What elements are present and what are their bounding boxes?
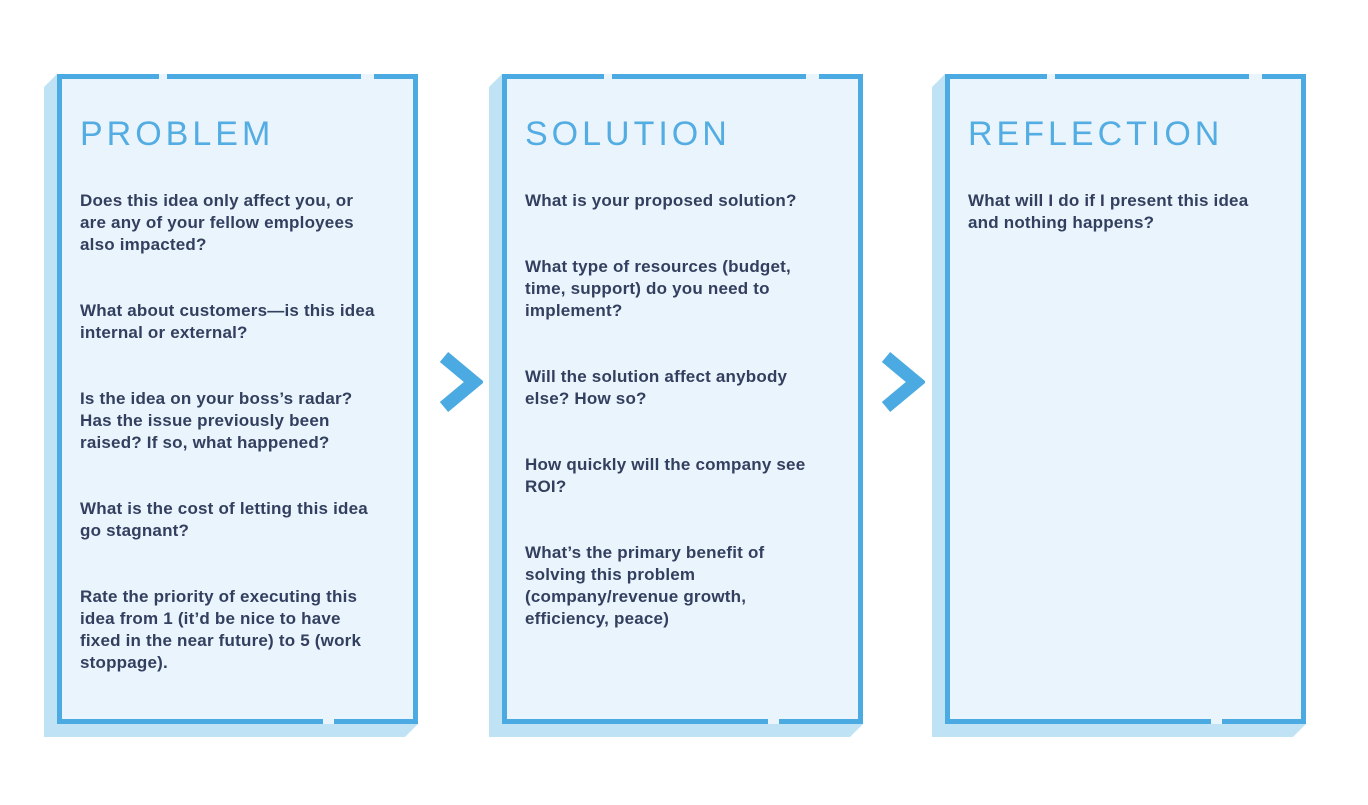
question: Does this idea only affect you, or are a… (80, 191, 354, 254)
question: Rate the priority of executing this idea… (80, 587, 362, 672)
question: How quickly will the company see ROI? (525, 455, 806, 496)
chevron-right-icon (881, 352, 925, 412)
panel-content: PROBLEM Does this idea only affect you, … (57, 74, 418, 674)
question: What type of resources (budget, time, su… (525, 257, 791, 320)
panel-content: REFLECTION What will I do if I present t… (945, 74, 1306, 234)
question: What about customers—is this idea intern… (80, 301, 375, 342)
question: What’s the primary benefit of solving th… (525, 543, 765, 628)
question: What is your proposed solution? (525, 191, 797, 210)
chevron-right-icon (439, 352, 483, 412)
panel-content: SOLUTION What is your proposed solution?… (502, 74, 863, 630)
panel-reflection: REFLECTION What will I do if I present t… (932, 74, 1306, 737)
question: What is the cost of letting this idea go… (80, 499, 368, 540)
question: What will I do if I present this idea an… (968, 191, 1249, 232)
panel-solution: SOLUTION What is your proposed solution?… (489, 74, 863, 737)
panel-title: PROBLEM (80, 115, 275, 153)
question: Is the idea on your boss’s radar? Has th… (80, 389, 353, 452)
question: Will the solution affect anybody else? H… (525, 367, 788, 408)
panel-title: REFLECTION (968, 115, 1224, 153)
panel-problem: PROBLEM Does this idea only affect you, … (44, 74, 418, 737)
panel-title: SOLUTION (525, 115, 731, 153)
